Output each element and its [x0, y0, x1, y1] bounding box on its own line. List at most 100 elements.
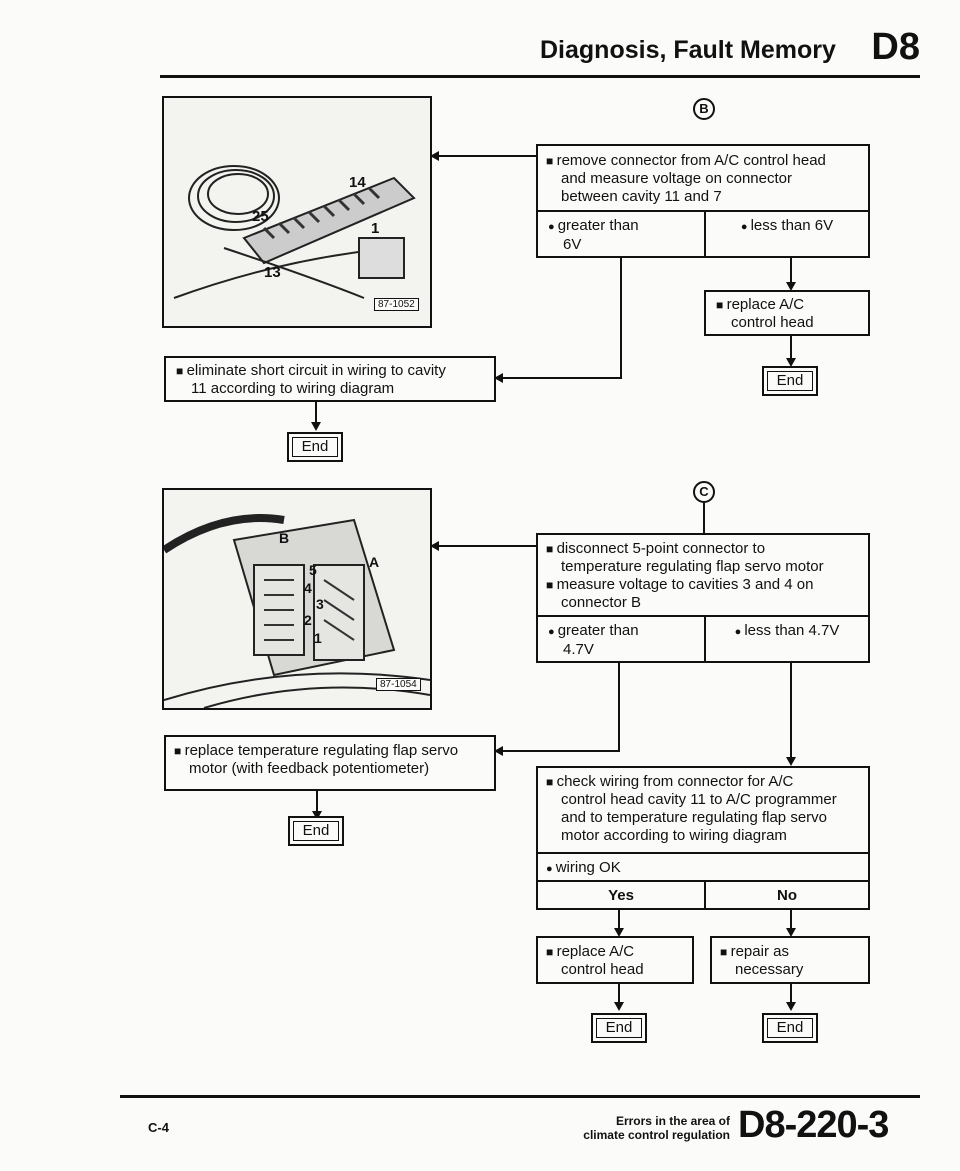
callout-13: 13	[264, 264, 281, 281]
connector-c	[432, 545, 536, 547]
step-replace-head-c: replace A/C control head	[536, 936, 694, 984]
branch-greater-4-7v: greater than 4.7V	[536, 615, 706, 663]
step-line: remove connector from A/C control head	[546, 152, 860, 170]
step-line: connector B	[561, 594, 642, 611]
no-label: No	[777, 887, 797, 904]
step-disconnect: disconnect 5-point connector to temperat…	[536, 533, 870, 617]
step-line: measure voltage to cavities 3 and 4 on	[546, 576, 860, 594]
connector-b	[432, 155, 536, 157]
step-line: repair as	[720, 943, 860, 961]
callout-14: 14	[349, 174, 366, 191]
footer-rule	[120, 1095, 920, 1098]
branch-line: less than 6V	[716, 217, 858, 236]
answer-yes: Yes	[536, 880, 706, 910]
part-number: 87-1054	[376, 678, 421, 691]
step-eliminate-short: eliminate short circuit in wiring to cav…	[164, 356, 496, 402]
callout-5: 5	[309, 562, 317, 578]
arrow	[494, 746, 503, 756]
step-line: necessary	[735, 961, 804, 978]
connector-photo-b: 14 25 1 13 87-1052	[162, 96, 432, 328]
callout-1: 1	[371, 220, 380, 237]
footer-description: Errors in the area of climate control re…	[560, 1114, 730, 1142]
flow-line	[790, 984, 792, 1008]
page-title: Diagnosis, Fault Memory	[540, 36, 836, 64]
answer-no: No	[704, 880, 870, 910]
step-line: temperature regulating flap servo motor	[561, 558, 824, 575]
step-remove-connector: remove connector from A/C control head a…	[536, 144, 870, 212]
end-box: End	[762, 366, 818, 396]
step-line: replace A/C	[546, 943, 684, 961]
step-line: 11 according to wiring diagram	[191, 380, 395, 397]
step-line: eliminate short circuit in wiring to cav…	[176, 362, 484, 380]
branch-line: less than 4.7V	[716, 622, 858, 641]
step-line: disconnect 5-point connector to	[546, 540, 860, 558]
callout-b: B	[279, 530, 290, 546]
flow-line	[496, 750, 620, 752]
arrow	[786, 358, 796, 367]
footer-page-ref: C-4	[148, 1120, 169, 1135]
callout-1: 1	[314, 630, 322, 646]
page-header: Diagnosis, Fault Memory D8	[540, 22, 920, 72]
section-code: D8	[871, 26, 920, 68]
condition-wiring-ok: wiring OK	[536, 852, 870, 882]
arrow	[430, 541, 439, 551]
flow-line	[496, 377, 622, 379]
step-replace-head-b: replace A/C control head	[704, 290, 870, 336]
step-repair: repair as necessary	[710, 936, 870, 984]
connector-drawing	[173, 165, 416, 299]
arrow	[614, 1002, 624, 1011]
arrow	[494, 373, 503, 383]
flow-line	[790, 336, 792, 364]
section-c-marker: C	[693, 481, 715, 503]
flow-line	[790, 258, 792, 288]
connector-drawing	[164, 514, 430, 708]
branch-line: greater than	[548, 622, 694, 641]
arrow	[430, 151, 439, 161]
arrow	[614, 928, 624, 937]
step-line: motor (with feedback potentiometer)	[189, 760, 430, 777]
branch-less-4-7v: less than 4.7V	[704, 615, 870, 663]
part-number: 87-1052	[374, 298, 419, 311]
footer-page-code: D8-220-3	[738, 1104, 889, 1146]
flow-line	[316, 791, 318, 817]
condition-line: wiring OK	[546, 859, 860, 878]
header-rule	[160, 75, 920, 78]
step-replace-servo: replace temperature regulating flap serv…	[164, 735, 496, 791]
step-line: replace A/C	[716, 296, 858, 314]
end-box: End	[288, 816, 344, 846]
footer-line: climate control regulation	[583, 1128, 730, 1142]
end-box: End	[591, 1013, 647, 1043]
end-box: End	[762, 1013, 818, 1043]
branch-less-6v: less than 6V	[704, 210, 870, 258]
flow-line	[790, 910, 792, 934]
flow-line	[703, 503, 705, 533]
end-box: End	[287, 432, 343, 462]
step-check-wiring: check wiring from connector for A/C cont…	[536, 766, 870, 854]
arrow	[312, 811, 322, 820]
arrow	[786, 928, 796, 937]
step-line: control head	[731, 314, 814, 331]
step-line: and to temperature regulating flap servo	[561, 809, 827, 826]
callout-a: A	[369, 554, 380, 570]
step-line: replace temperature regulating flap serv…	[174, 742, 486, 760]
branch-line: 4.7V	[563, 641, 594, 658]
arrow	[786, 1002, 796, 1011]
arrow	[786, 757, 796, 766]
step-line: motor according to wiring diagram	[561, 827, 787, 844]
branch-line: greater than	[548, 217, 694, 236]
callout-25: 25	[252, 208, 269, 225]
step-line: check wiring from connector for A/C	[546, 773, 860, 791]
flow-line	[790, 663, 792, 763]
callout-4: 4	[304, 580, 312, 596]
callout-2: 2	[304, 612, 312, 628]
step-line: control head	[561, 961, 644, 978]
branch-greater-6v: greater than 6V	[536, 210, 706, 258]
flow-line	[618, 663, 620, 751]
flow-line	[315, 402, 317, 428]
step-line: and measure voltage on connector	[561, 170, 792, 187]
flow-line	[620, 258, 622, 378]
branch-line: 6V	[563, 236, 582, 253]
step-line: between cavity 11 and 7	[561, 188, 722, 205]
flow-line	[618, 910, 620, 934]
arrow	[311, 422, 321, 431]
